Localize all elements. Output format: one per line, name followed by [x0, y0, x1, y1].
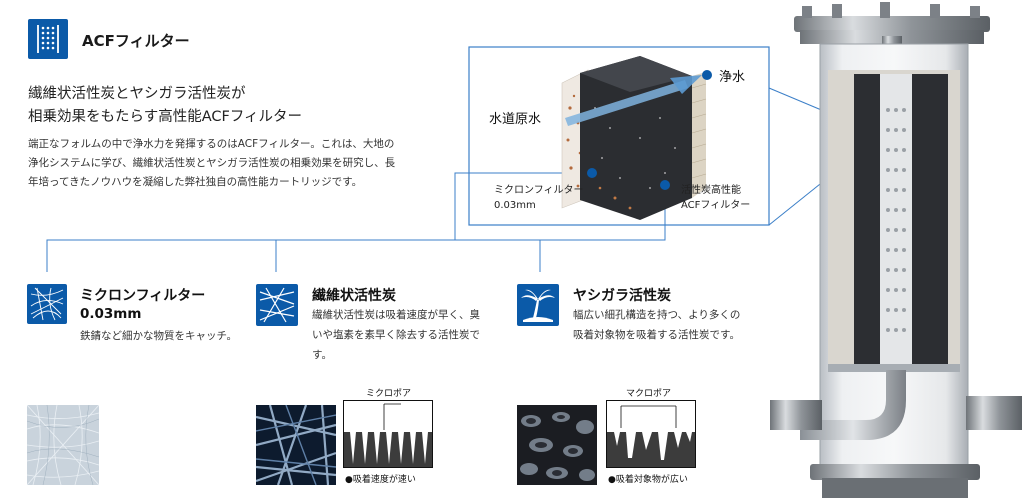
micron-diagram-label-line1: ミクロンフィルター: [494, 185, 584, 196]
coconut-carbon-photo: [517, 405, 597, 485]
intro-lead-line2: 相乗効果をもたらす高性能ACFフィルター: [28, 109, 303, 125]
acf-filter-logo-icon: [28, 19, 68, 59]
page-title: ACFフィルター: [82, 32, 190, 50]
intro-lead: 繊維状活性炭とヤシガラ活性炭が 相乗効果をもたらす高性能ACFフィルター: [28, 83, 448, 129]
macropore-caption: マクロポア: [626, 389, 672, 399]
palm-tree-icon: [517, 284, 559, 326]
card-coconut-body-line1: 幅広い細孔構造を持つ、より多くの: [573, 309, 741, 321]
intro-lead-line1: 繊維状活性炭とヤシガラ活性炭が: [28, 86, 246, 102]
filter-cross-section-illustration: [561, 56, 707, 220]
micropore-diagram: [343, 400, 433, 468]
clean-water-marker: [702, 70, 712, 80]
card-coconut-body: 幅広い細孔構造を持つ、より多くの 吸着対象物を吸着する活性炭です。: [573, 305, 773, 345]
micron-filter-photo: [27, 405, 99, 485]
card-fiber-body-line3: す。: [312, 349, 332, 361]
intro-body-line1: 端正なフォルムの中で浄水力を発揮するのはACFフィルター。これは、大地の: [28, 138, 395, 150]
acf-diagram-label: 活性炭高性能 ACFフィルター: [681, 183, 750, 213]
card-coconut-body-line2: 吸着対象物を吸着する活性炭です。: [573, 329, 740, 341]
micron-diagram-label: ミクロンフィルター 0.03mm: [494, 183, 584, 213]
card-micron-subtitle: 0.03mm: [80, 306, 142, 322]
card-fiber-title: 繊維状活性炭: [312, 288, 396, 304]
card-coconut-title: ヤシガラ活性炭: [573, 288, 671, 304]
acf-diagram-label-line2: ACFフィルター: [681, 200, 751, 211]
card-micron-body: 鉄錆など細かな物質をキャッチ。: [80, 330, 237, 342]
acf-diagram-label-line1: 活性炭高性能: [681, 185, 741, 196]
macropore-diagram: [606, 400, 696, 468]
card-micron-title: ミクロンフィルター: [80, 288, 206, 304]
fiber-carbon-photo: [256, 405, 336, 485]
card-fiber-body: 繊維状活性炭は吸着速度が早く、臭 いや塩素を素早く除去する活性炭で す。: [312, 305, 502, 365]
intro-body: 端正なフォルムの中で浄水力を発揮するのはACFフィルター。これは、大地の 浄化シ…: [28, 135, 448, 192]
diagram-box: [468, 46, 770, 226]
micron-diagram-label-line2: 0.03mm: [494, 200, 536, 211]
fiber-mesh-icon: [27, 284, 67, 324]
macropore-footnote: ●吸着対象物が広い: [608, 475, 688, 485]
micron-marker: [587, 168, 597, 178]
raw-water-label: 水道原水: [489, 112, 542, 127]
acf-connector: [275, 185, 666, 272]
micropore-footnote: ●吸着速度が速い: [345, 475, 416, 485]
acf-marker: [660, 180, 670, 190]
card-fiber-body-line1: 繊維状活性炭は吸着速度が早く、臭: [312, 309, 480, 321]
micropore-caption: ミクロポア: [366, 389, 412, 399]
intro-body-line3: 年培ってきたノウハウを凝縮した弊社独自の高性能カートリッジです。: [28, 176, 363, 188]
water-filter-product-image: [770, 2, 1022, 498]
clean-water-label: 浄水: [719, 70, 746, 85]
card-fiber-body-line2: いや塩素を素早く除去する活性炭で: [312, 329, 480, 341]
intro-body-line2: 浄化システムに学び、繊維状活性炭とヤシガラ活性炭の相乗効果を研究し、長: [28, 157, 396, 169]
fiber-strands-icon: [256, 284, 298, 326]
